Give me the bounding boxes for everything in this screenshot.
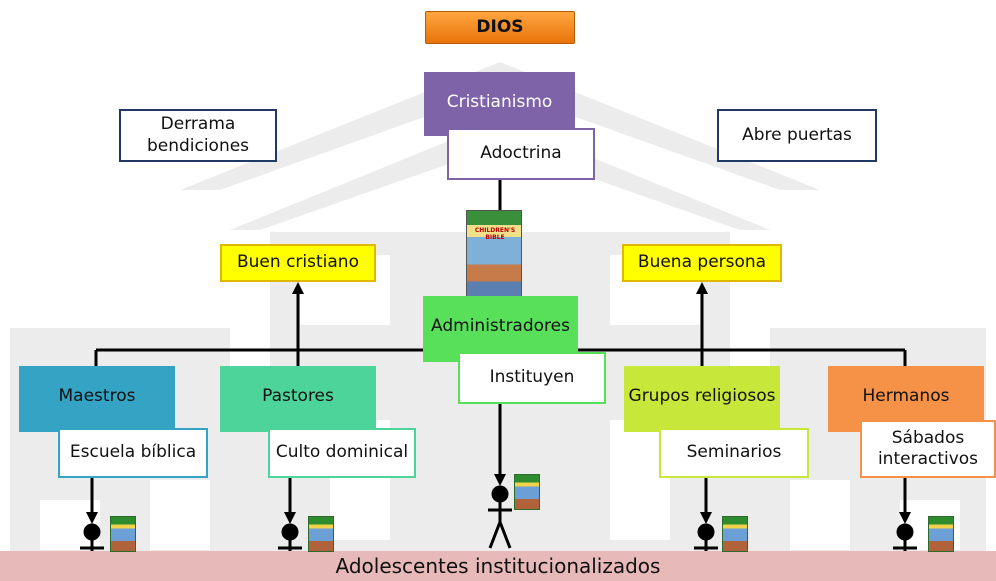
base-label: Adolescentes institucionalizados: [335, 554, 661, 578]
administradores-box: Administradores: [423, 296, 578, 362]
book-title: CHILDREN'S BIBLE: [474, 227, 516, 241]
derrama-bendiciones-box: Derrama bendiciones: [119, 109, 277, 162]
buena-persona-label: Buena persona: [637, 252, 767, 273]
cristianismo-box: Cristianismo: [424, 72, 575, 136]
instituyen-label: Instituyen: [489, 367, 575, 388]
adolescentes-bar: Adolescentes institucionalizados: [0, 551, 996, 581]
buen-cristiano-box: Buen cristiano: [220, 244, 376, 282]
sabados-label: Sábados interactivos: [877, 427, 979, 469]
bible-icon: [110, 516, 136, 552]
hermanos-label: Hermanos: [862, 386, 950, 406]
abre-puertas-box: Abre puertas: [717, 109, 877, 162]
cristianismo-label: Cristianismo: [446, 92, 553, 112]
abre-label: Abre puertas: [742, 124, 852, 145]
grupos-label: Grupos religiosos: [628, 386, 776, 406]
bible-icon: [722, 516, 748, 552]
escuela-biblica-box: Escuela bíblica: [58, 428, 208, 478]
derrama-label: Derrama bendiciones: [146, 114, 250, 156]
bible-icon: [514, 474, 540, 510]
dios-box: DIOS: [425, 11, 575, 44]
seminarios-box: Seminarios: [659, 428, 809, 478]
grupos-religiosos-box: Grupos religiosos: [624, 366, 780, 432]
seminarios-label: Seminarios: [686, 442, 782, 463]
childrens-bible-cover: CHILDREN'S BIBLE: [466, 210, 522, 298]
bible-icon: [928, 516, 954, 552]
adoctrina-box: Adoctrina: [447, 128, 595, 180]
buena-persona-box: Buena persona: [622, 244, 782, 282]
bible-icon: [308, 516, 334, 552]
adoctrina-label: Adoctrina: [480, 143, 562, 164]
person-icon: [488, 485, 512, 549]
dios-label: DIOS: [476, 16, 524, 37]
sabados-interactivos-box: Sábados interactivos: [860, 420, 996, 478]
maestros-label: Maestros: [58, 386, 136, 406]
administradores-label: Administradores: [431, 316, 570, 336]
buen-cristiano-label: Buen cristiano: [237, 252, 359, 273]
pastores-label: Pastores: [262, 386, 334, 406]
instituyen-box: Instituyen: [458, 352, 606, 404]
culto-label: Culto dominical: [275, 442, 409, 463]
maestros-box: Maestros: [19, 366, 175, 432]
pastores-box: Pastores: [220, 366, 376, 432]
culto-dominical-box: Culto dominical: [268, 428, 416, 478]
escuela-label: Escuela bíblica: [69, 442, 197, 463]
